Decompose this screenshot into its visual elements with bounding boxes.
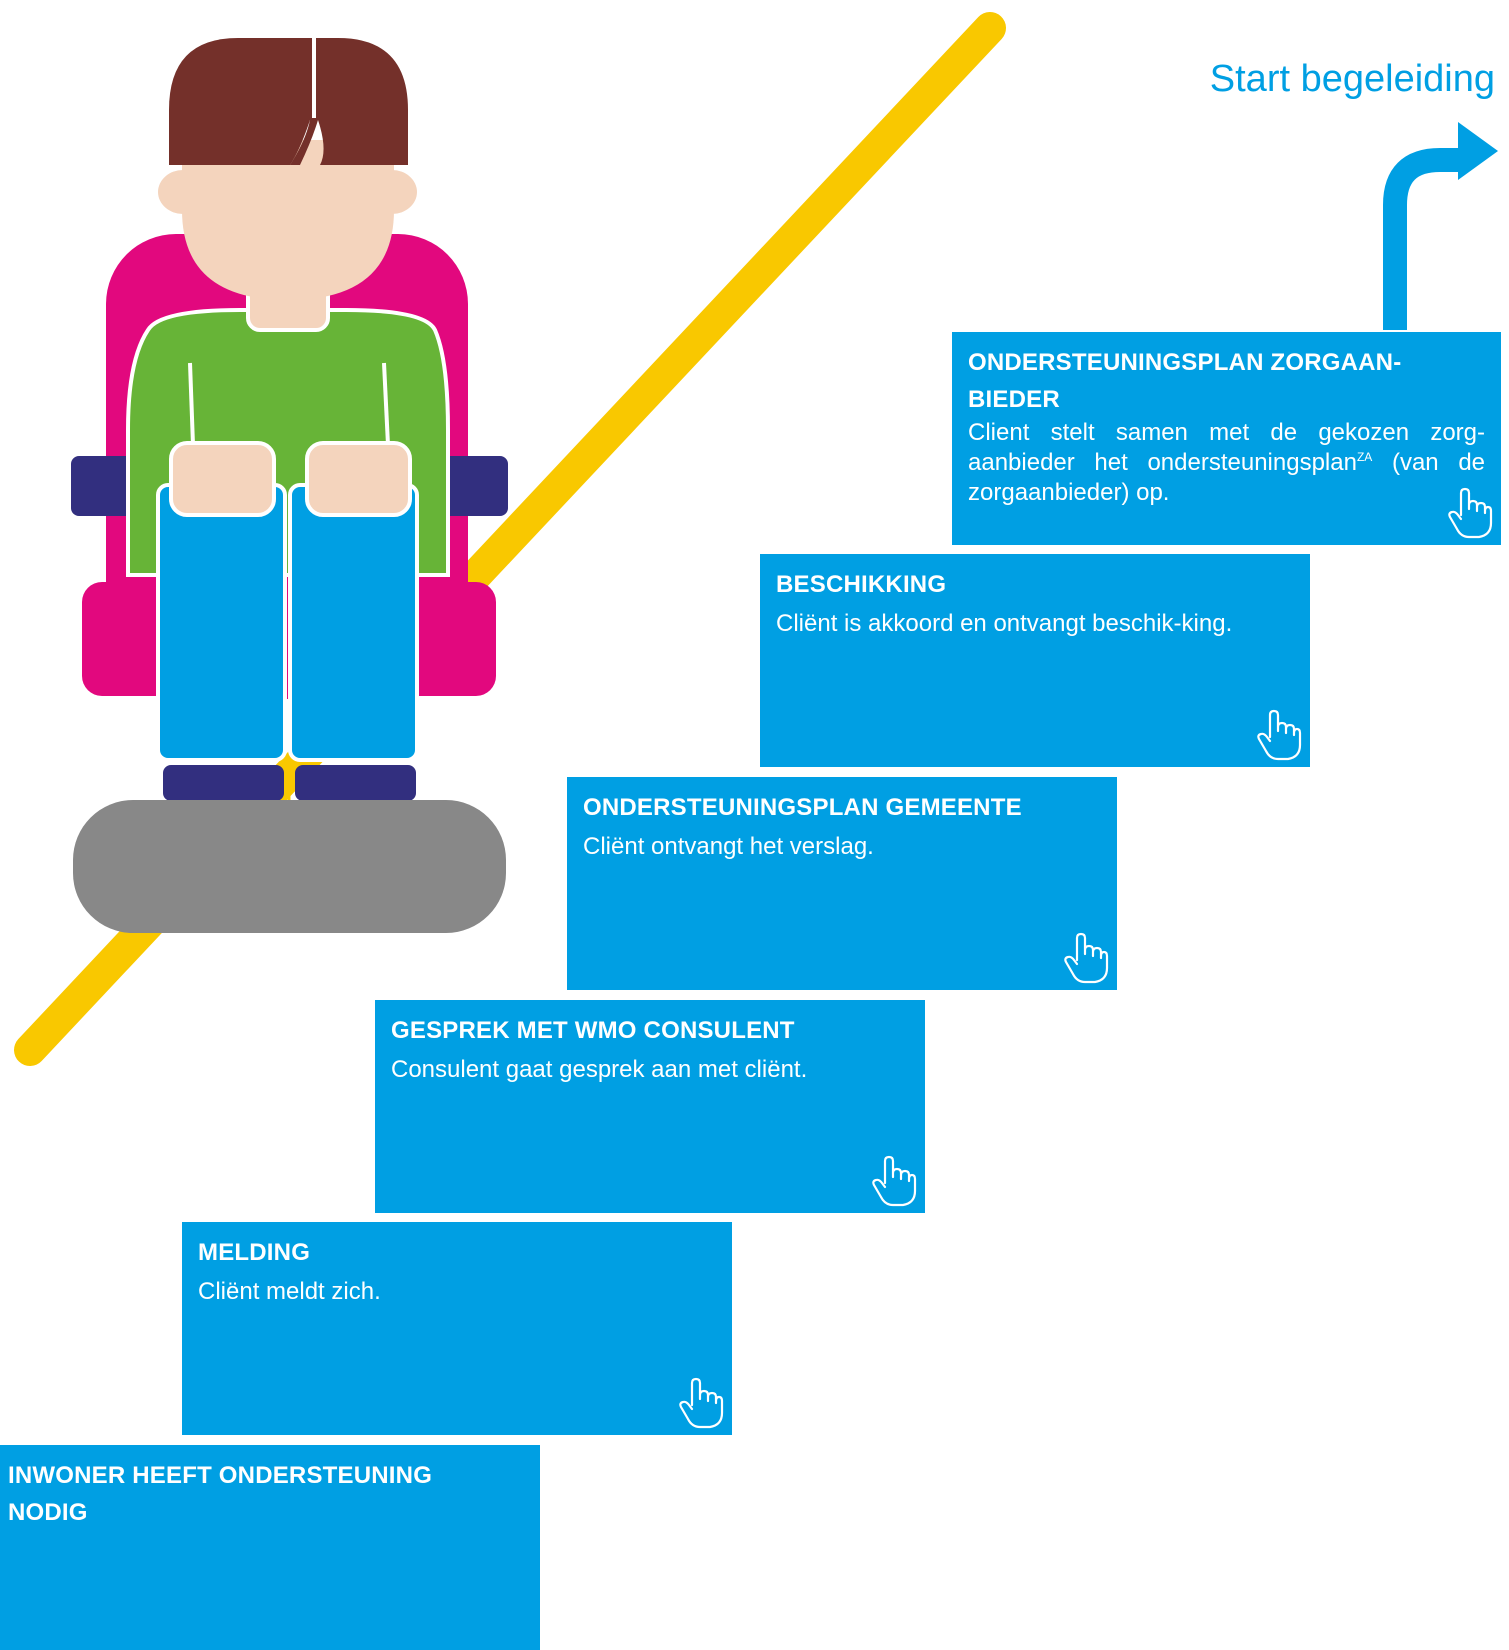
hand-pointer-icon[interactable] [1063, 932, 1109, 984]
step-inwoner[interactable]: INWONER HEEFT ONDERSTEUNING NODIG [0, 1445, 540, 1650]
step-title: MELDING [198, 1239, 311, 1266]
hand-pointer-icon[interactable] [1447, 487, 1493, 539]
step-beschikking[interactable]: BESCHIKKING Cliënt is akkoord en ontvang… [760, 554, 1310, 767]
hand-pointer-icon[interactable] [678, 1377, 724, 1429]
step-description: Cliënt is akkoord en ontvangt beschik-ki… [776, 610, 1233, 637]
step-title: ONDERSTEUNINGSPLAN ZORGAAN-BIEDER [968, 349, 1402, 413]
step-description: Cliënt ontvangt het verslag. [583, 833, 874, 860]
hand-pointer-icon[interactable] [871, 1155, 917, 1207]
step-melding[interactable]: MELDING Cliënt meldt zich. [182, 1222, 732, 1435]
step-description: Consulent gaat gesprek aan met cliënt. [391, 1056, 808, 1083]
step-title: GESPREK MET WMO CONSULENT [391, 1017, 795, 1044]
chair-footplate [73, 800, 506, 933]
step-description-text: Client stelt samen met de gekozen zorg-a… [968, 419, 1485, 476]
step-title: INWONER HEEFT ONDERSTEUNING NODIG [8, 1462, 433, 1526]
step-title: ONDERSTEUNINGSPLAN GEMEENTE [583, 794, 1022, 821]
step-gesprek[interactable]: GESPREK MET WMO CONSULENT Consulent gaat… [375, 1000, 925, 1213]
step-ondersteuningsplan-zorgaanbieder[interactable]: ONDERSTEUNINGSPLAN ZORGAAN-BIEDER Client… [952, 332, 1501, 545]
za-superscript: ZA [1356, 450, 1373, 464]
step-description-text-end: (van de zorgaanbieder) op. [968, 449, 1486, 506]
hand-pointer-icon[interactable] [1256, 709, 1302, 761]
person-icon [126, 38, 450, 801]
step-description: Cliënt meldt zich. [198, 1278, 381, 1305]
step-ondersteuningsplan-gemeente[interactable]: ONDERSTEUNINGSPLAN GEMEENTE Cliënt ontva… [567, 777, 1117, 990]
step-title: BESCHIKKING [776, 571, 947, 598]
start-begeleiding-label: Start begeleiding [1209, 58, 1495, 100]
start-arrow-icon [1383, 122, 1498, 330]
step-description: Client stelt samen met de gekozen zorg-a… [968, 418, 1485, 508]
